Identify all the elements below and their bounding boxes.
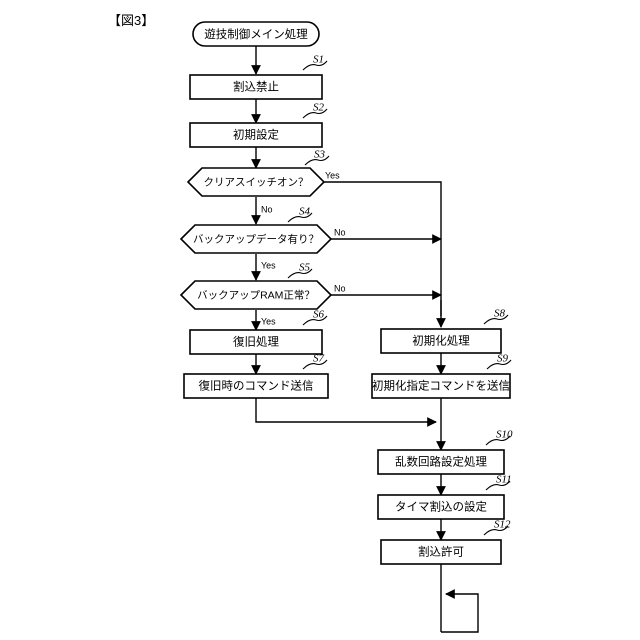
node-s10-shape [377, 449, 505, 475]
s7-leader-line [302, 359, 328, 370]
s12-leader-line [483, 525, 509, 536]
node-s8-shape [380, 328, 502, 354]
s3-leader-line [304, 155, 330, 166]
step-label-s12: S12 [494, 519, 511, 531]
node-s12-shape [380, 539, 502, 565]
s1-leader-line [302, 60, 328, 71]
edge-label-s4-no: No [334, 227, 346, 237]
connector-loop-back [441, 589, 479, 633]
step-label-s5: S5 [299, 262, 311, 274]
node-s10[interactable]: 乱数回路設定処理 S10 [377, 429, 513, 475]
node-s1-shape [189, 74, 323, 100]
node-s7[interactable]: 復旧時のコマンド送信 S7 [183, 353, 329, 399]
step-label-s4: S4 [299, 206, 311, 218]
node-s11[interactable]: タイマ割込の設定 S11 [377, 474, 512, 520]
node-s1-label: 割込禁止 [233, 80, 279, 94]
node-s2-label: 初期設定 [233, 128, 279, 142]
node-s6-label: 復旧処理 [233, 335, 279, 349]
figure-number-label: 【図3】 [108, 13, 155, 28]
node-s10-label: 乱数回路設定処理 [395, 455, 487, 469]
step-label-s2: S2 [313, 102, 325, 114]
node-s4-shape [179, 224, 333, 254]
step-label-s7: S7 [313, 353, 325, 365]
node-s5[interactable]: バックアップRAM正常？ S5 [179, 262, 333, 310]
edge-label-s5-yes: Yes [261, 316, 276, 326]
edge-label-s5-no: No [334, 283, 346, 293]
node-s12[interactable]: 割込許可 S12 [380, 519, 511, 565]
node-s2-shape [189, 122, 323, 148]
node-s12-label: 割込許可 [418, 545, 464, 559]
node-s4[interactable]: バックアップデータ有り？ S4 [179, 206, 333, 254]
step-label-s10: S10 [496, 429, 513, 441]
step-label-s9: S9 [497, 353, 509, 365]
node-s8[interactable]: 初期化処理 S8 [380, 308, 509, 354]
s5-leader-line [287, 268, 313, 279]
step-label-s6: S6 [313, 309, 325, 321]
s4-leader-line [287, 212, 313, 223]
connector-s7-to-merge [255, 398, 437, 427]
connector-s3-yes-to-rail [322, 181, 442, 316]
node-s3[interactable]: クリアスイッチオン？ S3 [186, 149, 330, 197]
node-s7-shape [183, 373, 329, 399]
s2-leader-line [302, 108, 328, 119]
s8-leader-line [483, 314, 509, 325]
s10-leader-line [485, 435, 511, 446]
node-s8-label: 初期化処理 [412, 334, 470, 348]
node-s6-shape [189, 329, 323, 355]
node-s4-label: バックアップデータ有り？ [193, 232, 319, 245]
s11-leader-line [485, 480, 511, 491]
step-label-s8: S8 [494, 308, 506, 320]
node-s7-label: 復旧時のコマンド送信 [199, 379, 314, 393]
node-start-shape [192, 21, 320, 47]
node-s3-label: クリアスイッチオン？ [204, 176, 309, 188]
connector-layer [251, 46, 479, 633]
edge-label-s3-no: No [261, 204, 273, 214]
node-s5-shape [179, 280, 333, 310]
step-label-s11: S11 [496, 474, 512, 486]
node-s11-label: タイマ割込の設定 [395, 500, 487, 514]
node-s5-label: バックアップRAM正常？ [197, 288, 315, 301]
step-label-s3: S3 [314, 149, 326, 161]
node-s9-label: 初期化指定コマンドを送信 [372, 379, 510, 393]
s6-leader-line [302, 315, 328, 326]
edge-label-s4-yes: Yes [261, 260, 276, 270]
step-label-s1: S1 [313, 54, 324, 66]
node-s3-shape [186, 167, 326, 197]
node-s1[interactable]: 割込禁止 S1 [189, 54, 328, 100]
node-s6[interactable]: 復旧処理 S6 [189, 309, 328, 355]
node-start[interactable]: 遊技制御メイン処理 [192, 21, 320, 47]
node-s9[interactable]: 初期化指定コマンドを送信 S9 [371, 353, 512, 399]
edge-label-layer: Yes No No Yes No Yes [261, 170, 346, 326]
edge-label-s3-yes: Yes [325, 170, 340, 180]
node-start-label: 遊技制御メイン処理 [204, 27, 308, 41]
node-s2[interactable]: 初期設定 S2 [189, 102, 328, 148]
node-s11-shape [377, 494, 505, 520]
s9-leader-line [486, 359, 512, 370]
node-s9-shape [371, 373, 511, 399]
